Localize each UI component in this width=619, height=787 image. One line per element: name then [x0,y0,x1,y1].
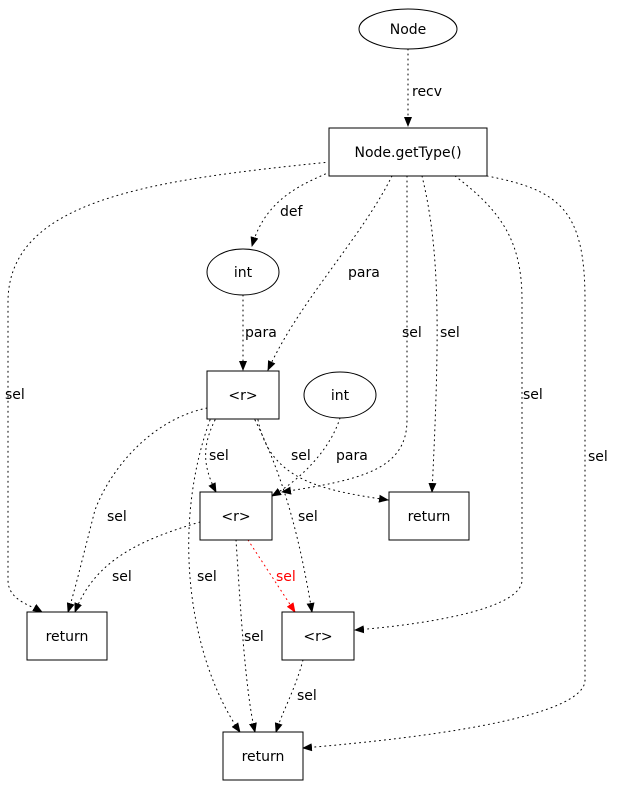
edge-label: sel [588,449,608,465]
edge-line [235,539,257,733]
node-retL[interactable]: return [26,611,108,661]
node-label: return [46,629,89,645]
node-ellipse [358,8,458,50]
edge-label: sel [112,569,132,585]
edge-line [302,175,586,752]
edge-line [271,417,341,497]
node-int2[interactable]: int [303,371,377,419]
edge-n_gettype-to-n_r2: sel [281,175,422,495]
node-box [328,127,488,177]
edge-n_r1-to-n_retB: sel [188,419,241,733]
edge-n_r1-to-n_r2: sel [205,419,229,493]
node-ellipse [206,248,280,296]
edge-n_r1-to-n_ret1: sel [257,419,389,503]
node-label: <r> [228,388,257,404]
node-label: return [408,509,451,525]
edge-n_gettype-to-n_retL: sel [5,161,331,613]
edge-n_r3-to-n_retB: sel [274,659,317,733]
node-box [199,491,273,541]
node-box [388,491,470,541]
edge-n_r1-to-n_retL: sel [66,407,208,613]
node-box [281,611,355,661]
node-label: int [234,265,253,281]
node-label: int [331,388,350,404]
edge-label: sel [209,448,229,464]
edge-label: sel [276,569,296,585]
node-gettype[interactable]: Node.getType() [328,127,488,177]
edge-label: recv [412,84,442,100]
node-label: return [242,749,285,765]
node-box [206,370,280,420]
edge-n_r2-to-n_r3: sel [247,539,296,613]
node-node[interactable]: Node [358,8,458,50]
edges-layer: recv def para sel sel sel sel sel para sel sel sel s… [5,48,608,752]
edge-n_gettype-to-n_int1: def [250,171,331,247]
edge-line [354,175,523,634]
edge-n_int2-to-n_r2: para [271,417,368,497]
edge-label: def [280,204,304,220]
edge-line [421,175,438,493]
edge-label: sel [244,629,264,645]
edge-line [7,161,331,613]
edge-label: sel [107,509,127,525]
edge-n_gettype-to-n_ret1: sel [421,175,460,493]
edge-line [281,175,408,495]
node-int1[interactable]: int [206,248,280,296]
edge-label: para [245,325,277,341]
edge-label: sel [298,509,318,525]
node-ret1[interactable]: return [388,491,470,541]
edge-label: sel [440,325,460,341]
edge-n_gettype-to-n_r3: sel [354,175,543,634]
edge-line [274,659,304,733]
node-box [26,611,108,661]
edge-line [205,419,217,493]
edge-label: sel [402,325,422,341]
edge-line [250,171,331,247]
edge-n_node-to-n_gettype: recv [404,48,442,127]
edge-line [74,521,201,613]
edge-n_gettype-to-n_r1: para [267,175,393,371]
edge-label: sel [197,569,217,585]
edge-n_gettype-to-n_retB: sel [302,175,608,752]
node-r1[interactable]: <r> [206,370,280,420]
node-label: Node [390,22,427,38]
edge-label: sel [523,387,543,403]
node-label: <r> [221,509,250,525]
edge-n_r2-to-n_retB: sel [235,539,264,733]
edge-n_r2-to-n_retL: sel [74,521,201,613]
node-box [222,731,304,781]
node-r3[interactable]: <r> [281,611,355,661]
edge-label: sel [5,387,25,403]
node-label: Node.getType() [354,145,461,161]
edge-line [257,419,389,503]
edge-label: para [336,448,368,464]
node-retB[interactable]: return [222,731,304,781]
edge-line [188,419,241,733]
edge-label: para [348,265,380,281]
edge-line [66,407,208,613]
node-ellipse [303,371,377,419]
node-r2[interactable]: <r> [199,491,273,541]
node-label: <r> [303,629,332,645]
edge-n_r1-to-n_r3: sel [254,419,318,613]
edge-n_int1-to-n_r1: para [239,294,277,371]
edge-label: sel [291,448,311,464]
edge-label: sel [297,688,317,704]
edge-line [254,419,315,613]
